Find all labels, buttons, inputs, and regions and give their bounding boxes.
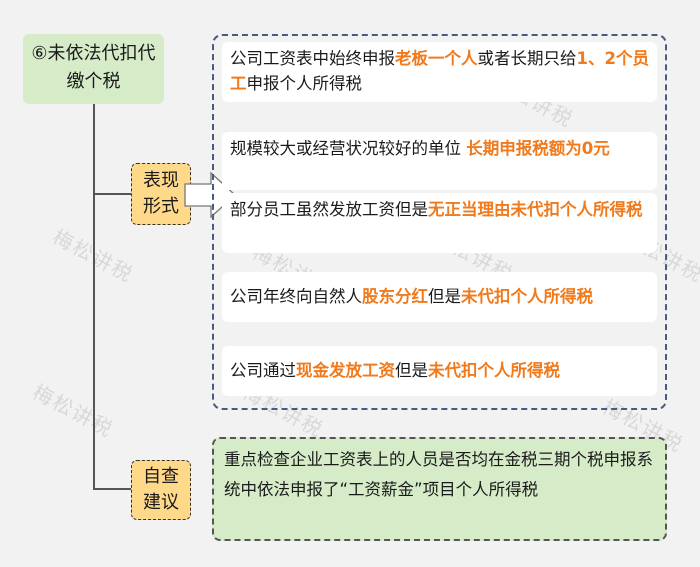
- highlight-text: 无正当理由未代扣个人所得税: [428, 200, 643, 219]
- manifestation-item: 规模较大或经营状况较好的单位 长期申报税额为0元: [222, 132, 657, 190]
- item-text: 公司工资表中始终申报: [230, 49, 395, 68]
- item-text: 部分员工虽然发放工资但是: [230, 200, 428, 219]
- highlight-text: 股东分红: [362, 287, 428, 306]
- watermark: 梅松讲税: [28, 379, 118, 443]
- connector-to-check: [93, 488, 131, 490]
- manifestation-item: 部分员工虽然发放工资但是无正当理由未代扣个人所得税: [222, 193, 657, 253]
- item-text: 公司年终向自然人: [230, 287, 362, 306]
- check-label-line2: 建议: [143, 492, 179, 513]
- item-text: 但是: [428, 287, 461, 306]
- suggestion-text: 重点检查企业工资表上的人员是否均在金税三期个税申报系统中依法申报了“工资薪金”项…: [224, 450, 653, 499]
- manifestation-item: 公司年终向自然人股东分红但是未代扣个人所得税: [222, 272, 657, 322]
- manifestation-item: 公司通过现金发放工资但是未代扣个人所得税: [222, 346, 657, 396]
- highlight-text: 1、2个员工: [230, 49, 649, 93]
- item-text: 规模较大或经营状况较好的单位: [230, 139, 467, 158]
- highlight-text: 未代扣个人所得税: [428, 361, 560, 380]
- manifestation-label-line2: 形式: [143, 196, 179, 217]
- item-text: 公司通过: [230, 361, 296, 380]
- manifestation-item: 公司工资表中始终申报老板一个人或者长期只给1、2个员工申报个人所得税: [222, 42, 657, 102]
- manifestation-label-line1: 表现: [143, 170, 179, 191]
- topic-title-line2: 缴个税: [66, 71, 121, 92]
- topic-title-line1: ⑥未依法代扣代: [31, 43, 156, 64]
- check-label-line1: 自查: [143, 466, 179, 487]
- connector-vertical: [93, 104, 95, 489]
- manifestation-label: 表现 形式: [131, 163, 191, 225]
- highlight-text: 未代扣个人所得税: [461, 287, 593, 306]
- topic-box: ⑥未依法代扣代 缴个税: [23, 34, 164, 104]
- item-text: 申报个人所得税: [246, 74, 363, 93]
- highlight-text: 长期申报税额为0元: [466, 139, 610, 158]
- suggestion-panel: 重点检查企业工资表上的人员是否均在金税三期个税申报系统中依法申报了“工资薪金”项…: [212, 437, 667, 541]
- check-suggestion-label: 自查 建议: [131, 460, 191, 520]
- item-text: 但是: [395, 361, 428, 380]
- highlight-text: 老板一个人: [395, 49, 478, 68]
- highlight-text: 现金发放工资: [296, 361, 395, 380]
- manifestation-panel: 公司工资表中始终申报老板一个人或者长期只给1、2个员工申报个人所得税 规模较大或…: [212, 34, 667, 410]
- item-text: 或者长期只给: [477, 49, 577, 68]
- connector-to-manifest: [93, 193, 131, 195]
